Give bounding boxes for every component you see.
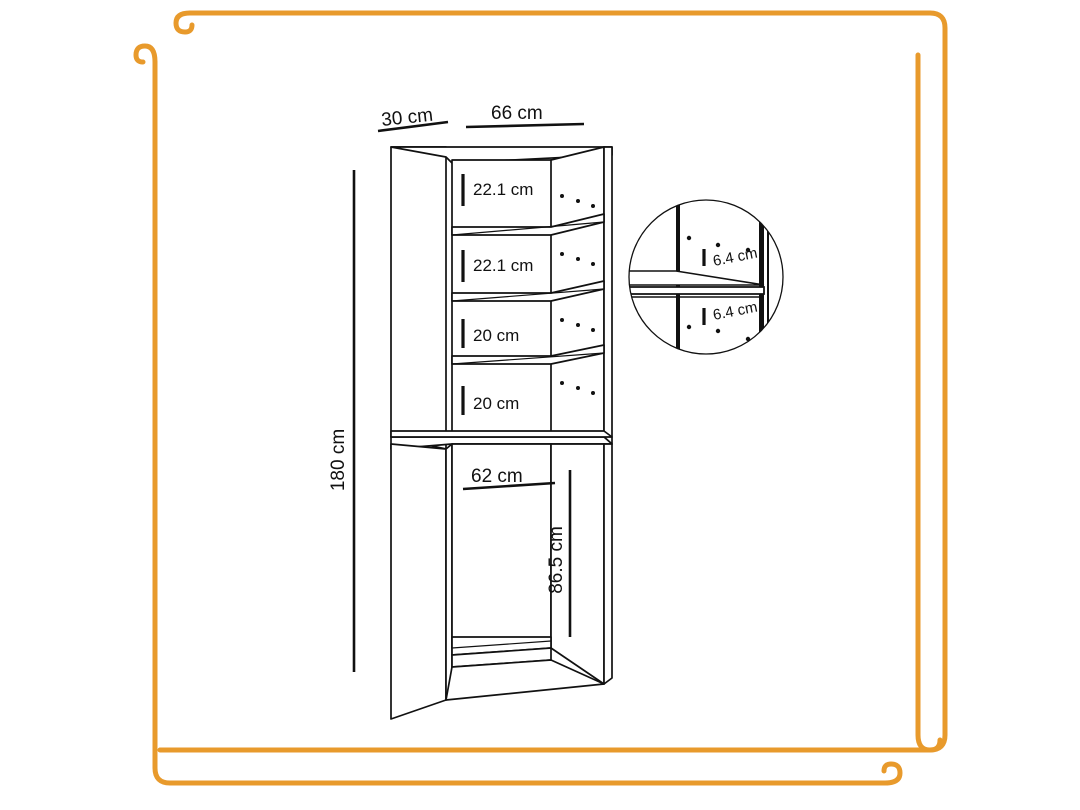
cabinet-right-outer-panel — [603, 146, 613, 445]
shelf-board-1 — [451, 213, 605, 236]
shelf-dimension-1: 22.1 cm — [461, 174, 533, 206]
dimension-height: 180 cm — [328, 170, 356, 672]
dimension-width-label: 66 cm — [491, 103, 543, 124]
detail-callout-circle: 6.4 cm 6.4 cm — [628, 199, 784, 355]
dimension-opening-width: 62 cm — [462, 466, 556, 491]
shelf-peg-holes — [560, 194, 595, 395]
dimension-height-label: 180 cm — [328, 429, 349, 491]
dimension-depth-label: 30 cm — [380, 105, 434, 131]
cabinet-lower-left-side-panel — [390, 443, 447, 720]
shelf-dimension-4-label: 20 cm — [473, 394, 519, 413]
cabinet-left-side-panel — [390, 146, 447, 450]
shelf-dimension-3: 20 cm — [461, 319, 519, 348]
shelf-dimension-1-label: 22.1 cm — [473, 180, 533, 199]
shelf-dimension-4: 20 cm — [461, 386, 519, 415]
dimension-opening-height-label: 86.5 cm — [546, 526, 567, 594]
cabinet-lower-floor-plane — [445, 659, 605, 701]
dimension-opening-height: 86.5 cm — [546, 470, 572, 637]
cabinet-kickplate — [451, 636, 552, 668]
cabinet-lower-left-inner-leg — [445, 443, 453, 701]
shelf-dimension-2: 22.1 cm — [461, 250, 533, 282]
frame-inner-line — [133, 43, 903, 786]
cabinet-lower-right-outer-panel — [603, 443, 613, 685]
frame-right-vertical-accent — [915, 52, 943, 753]
dimension-depth: 30 cm — [377, 105, 449, 133]
shelf-dimension-3-label: 20 cm — [473, 326, 519, 345]
shelf-board-3 — [451, 344, 605, 365]
shelf-board-2 — [451, 280, 605, 302]
dimension-width: 66 cm — [465, 103, 585, 129]
dimension-opening-width-label: 62 cm — [471, 466, 523, 487]
detail-circle-outline — [628, 199, 784, 355]
shelf-dimension-2-label: 22.1 cm — [473, 256, 533, 275]
